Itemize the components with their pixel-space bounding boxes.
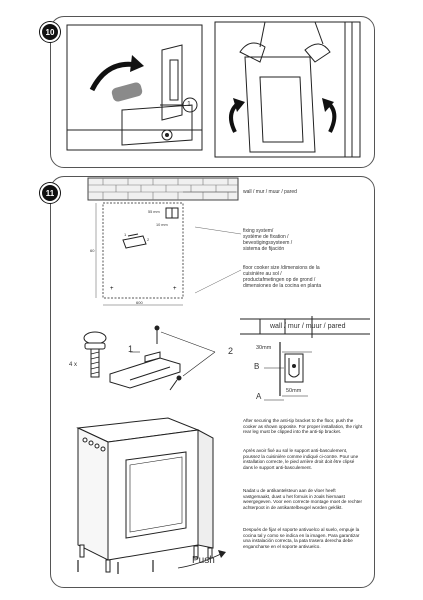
instruction-en: After securing the anti-tip bracket to t…: [243, 418, 363, 435]
step-10-badge: 10: [40, 22, 60, 42]
svg-text:+: +: [173, 286, 177, 292]
cooker-push-illustration: [76, 417, 226, 574]
plan-55mm-label: 55 mm: [148, 210, 160, 214]
bracket-parts-illustration: [109, 325, 216, 391]
detail-50mm-label: 50mm: [286, 388, 302, 394]
step-10-left-illustration: [66, 24, 203, 151]
detail-b-label: B: [254, 362, 260, 371]
instruction-es: Después de fijar el soporte antivuelco a…: [243, 527, 360, 549]
bracket-1-label: 1: [128, 344, 134, 354]
wall-detail-label: wall / mur / muur / pared: [270, 323, 346, 330]
plan-10mm-label: 10 mm: [156, 223, 168, 227]
screws-illustration: [83, 331, 107, 378]
floor-size-label: floor cooker size /dimensions de la cuis…: [243, 265, 322, 289]
fixing-system-label: fixing system/ système de fixation / bev…: [243, 228, 293, 252]
detail-a-label: A: [256, 392, 262, 401]
plan-60-label: 60: [90, 248, 95, 253]
plan-600-label: 600: [136, 300, 143, 305]
screws-qty-label: 4 x: [69, 362, 78, 368]
detail-30mm-label: 30mm: [256, 345, 272, 351]
instruction-fr: Après avoir fixé au sol le support anti-…: [243, 448, 359, 470]
wall-top-label: wall / mur / muur / pared: [243, 189, 297, 195]
step-11-badge: 11: [40, 183, 60, 203]
push-label: Push: [192, 555, 215, 566]
step-10-panel: [50, 16, 375, 168]
bracket-2-label: 2: [228, 346, 234, 356]
floor-plan-diagram: + +: [87, 177, 239, 306]
instruction-nl: Nadat u de antikantelsteun aan de vloer …: [243, 488, 362, 510]
step-10-callout-1: 1: [187, 101, 191, 108]
plan-2-label: 2: [147, 237, 150, 242]
svg-text:+: +: [110, 286, 114, 292]
plan-1-label: 1: [124, 232, 127, 237]
step-10-right-illustration: [214, 21, 361, 158]
wall-detail-diagram: [240, 316, 370, 401]
label-leaders: [194, 226, 242, 294]
